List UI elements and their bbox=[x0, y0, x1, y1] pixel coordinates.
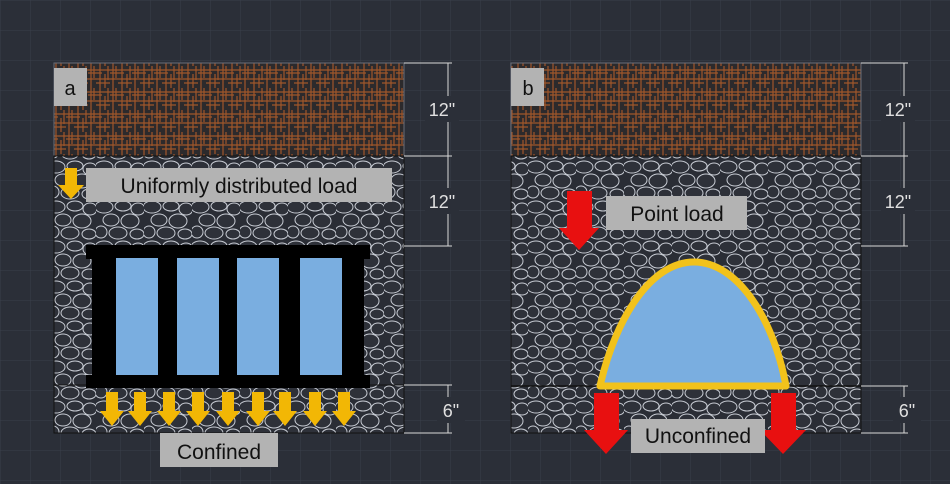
dim-label-bg bbox=[893, 397, 921, 423]
load-label-b: Point load bbox=[630, 203, 723, 226]
arch-culvert bbox=[596, 258, 790, 390]
support-label-b: Unconfined bbox=[645, 425, 751, 448]
support-label-bg bbox=[631, 419, 765, 453]
point-load-arrow bbox=[559, 191, 599, 250]
confined-reaction-arrow bbox=[303, 392, 327, 426]
dim-label-bg bbox=[881, 96, 915, 122]
panel-label-bg bbox=[54, 68, 87, 106]
support-label-a: Confined bbox=[177, 441, 261, 464]
culvert-cell bbox=[177, 258, 219, 375]
load-label-bg bbox=[86, 168, 392, 202]
confined-reaction-arrow bbox=[216, 392, 240, 426]
confined-reaction-arrow bbox=[100, 392, 124, 426]
dim-label-bg bbox=[425, 96, 459, 122]
dimension-lines-b bbox=[861, 62, 908, 434]
confined-reaction-arrows bbox=[100, 392, 356, 426]
panel-label-b: b bbox=[522, 78, 533, 100]
dim-label-b-1: 12" bbox=[885, 100, 911, 120]
confined-reaction-arrow bbox=[332, 392, 356, 426]
culvert-cell bbox=[116, 258, 158, 375]
confined-reaction-arrow bbox=[246, 392, 270, 426]
dim-label-bg bbox=[437, 397, 465, 423]
culvert-bottom-flange bbox=[86, 375, 370, 388]
load-label-bg bbox=[606, 196, 747, 230]
dim-label-a-2: 12" bbox=[429, 192, 455, 212]
dim-label-bg bbox=[425, 188, 459, 214]
culvert-cell bbox=[237, 258, 279, 375]
confined-reaction-arrow bbox=[186, 392, 210, 426]
dim-label-a-1: 12" bbox=[429, 100, 455, 120]
box-culvert bbox=[86, 245, 370, 388]
confined-reaction-arrow bbox=[128, 392, 152, 426]
dim-label-bg bbox=[881, 188, 915, 214]
surface-layer-a bbox=[53, 62, 405, 157]
culvert-cell bbox=[300, 258, 342, 375]
load-label-a: Uniformly distributed load bbox=[121, 175, 358, 198]
panel-label-a: a bbox=[64, 78, 76, 100]
dim-label-a-3: 6" bbox=[443, 401, 459, 421]
culvert-top-flange bbox=[86, 245, 370, 259]
confined-reaction-arrow bbox=[273, 392, 297, 426]
dim-label-b-3: 6" bbox=[899, 401, 915, 421]
panel-label-bg bbox=[511, 68, 544, 106]
panel-a: a Uniformly distributed load Confined 12… bbox=[53, 62, 465, 467]
unconfined-arrow-left bbox=[584, 393, 628, 454]
panel-b: b Point load Unconfined 12" 12" 6" bbox=[510, 62, 921, 454]
confined-reaction-arrow bbox=[157, 392, 181, 426]
udl-arrow bbox=[58, 168, 84, 199]
unconfined-arrow-right bbox=[760, 393, 806, 454]
dim-label-b-2: 12" bbox=[885, 192, 911, 212]
surface-layer-b bbox=[510, 62, 862, 157]
support-label-bg bbox=[160, 433, 278, 467]
